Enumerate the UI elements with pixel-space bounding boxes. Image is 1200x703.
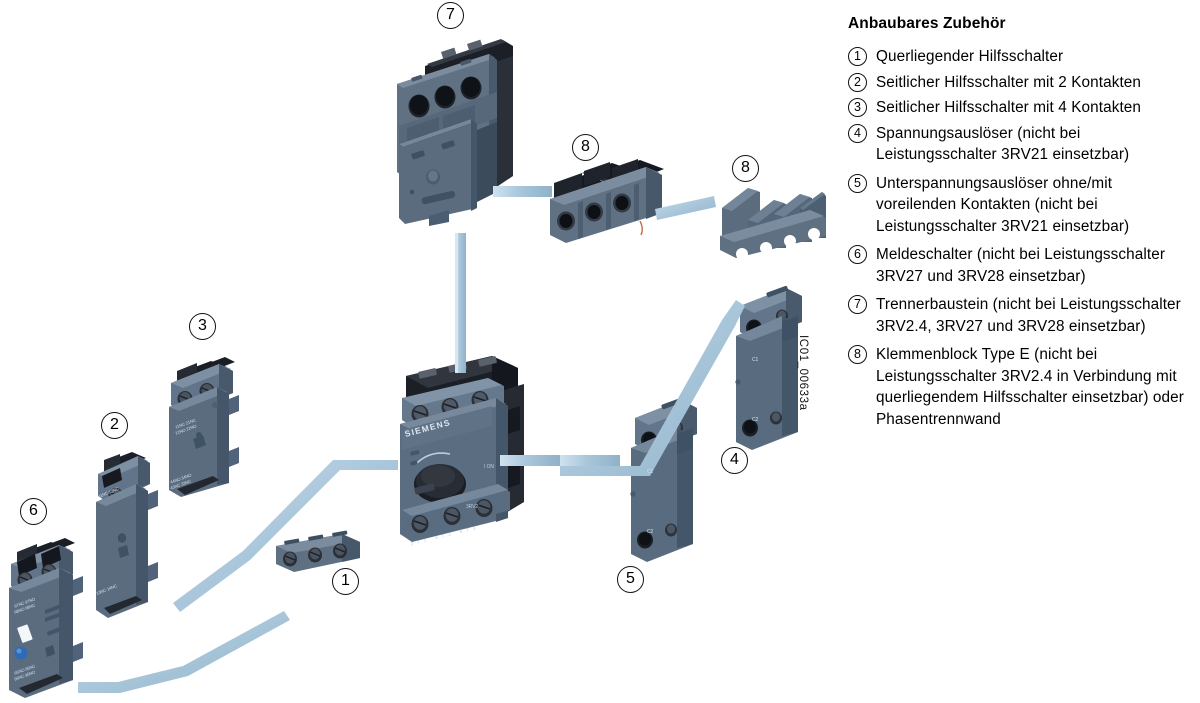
legend-item-1: 1 Querliegender Hilfsschalter xyxy=(848,46,1196,68)
part-4-label-c1: C1 xyxy=(752,357,759,363)
legend-item-8: 8 Klemmenblock Type E (nicht bei Leistun… xyxy=(848,344,1196,430)
legend-marker-4: 4 xyxy=(848,123,867,143)
legend-marker-1: 1 xyxy=(848,47,867,66)
breaker-on-mark: I ON xyxy=(484,464,494,470)
legend-text-1: Querliegender Hilfsschalter xyxy=(876,48,1064,65)
legend-marker-5: 5 xyxy=(848,173,867,193)
part-7-trennerbaustein xyxy=(397,39,513,226)
legend-marker-6: 6 xyxy=(848,245,867,264)
part-2-aux-switch-2-contacts xyxy=(96,452,158,618)
legend-item-2: 2 Seitlicher Hilfsschalter mit 2 Kontakt… xyxy=(848,72,1196,94)
part-1-transverse-aux-switch xyxy=(276,530,360,572)
legend-item-7: 7 Trennerbaustein (nicht bei Leistungssc… xyxy=(848,294,1196,337)
part-8-klemmenblock-type-e xyxy=(550,159,664,243)
document-code: IC01_00633a xyxy=(797,335,809,411)
breaker-type-mark: 3RV2 xyxy=(466,504,479,510)
legend-panel: Anbaubares Zubehör 1 Querliegender Hilfs… xyxy=(848,14,1196,437)
legend-text-3: Seitlicher Hilfsschalter mit 4 Kontakten xyxy=(876,99,1142,116)
legend-marker-3: 3 xyxy=(848,98,867,117)
legend-item-3: 3 Seitlicher Hilfsschalter mit 4 Kontakt… xyxy=(848,97,1196,119)
callout-4: 4 xyxy=(721,447,748,474)
legend-marker-7: 7 xyxy=(848,295,867,314)
callout-3: 3 xyxy=(189,313,216,340)
callout-6: 6 xyxy=(20,498,47,525)
callout-8-barrier: 8 xyxy=(732,155,759,182)
legend-item-4: 4 Spannungsauslöser (nicht bei Leistungs… xyxy=(848,123,1196,166)
part-5-label-c2: C2 xyxy=(647,529,654,535)
legend-text-7: Trennerbaustein (nicht bei Leistungsscha… xyxy=(876,296,1181,335)
callout-7: 7 xyxy=(437,2,464,29)
callout-2: 2 xyxy=(101,412,128,439)
legend-marker-2: 2 xyxy=(848,72,867,92)
legend-text-2: Seitlicher Hilfsschalter mit 2 Kontakten xyxy=(876,73,1142,91)
part-4-spannungsausloeser xyxy=(735,285,802,450)
legend-text-6: Meldeschalter (nicht bei Leistungsschalt… xyxy=(876,246,1166,285)
callout-1: 1 xyxy=(332,568,359,595)
part-6-meldeschalter xyxy=(9,538,83,698)
part-5-label-c1: C1 xyxy=(647,469,654,475)
part-4-label-c2: C2 xyxy=(752,417,759,423)
legend-text-5: Unterspannungsauslöser ohne/mit voreilen… xyxy=(876,174,1130,235)
callout-5: 5 xyxy=(617,566,644,593)
legend-item-6: 6 Meldeschalter (nicht bei Leistungsscha… xyxy=(848,244,1196,287)
callout-8-terminal: 8 xyxy=(572,134,599,161)
part-8-phasentrennwand xyxy=(720,188,826,260)
legend-title: Anbaubares Zubehör xyxy=(848,15,1006,32)
legend-text-8: Klemmenblock Type E (nicht bei Leistungs… xyxy=(876,346,1184,428)
legend-text-4: Spannungsauslöser (nicht bei Leistungssc… xyxy=(876,124,1130,164)
main-circuit-breaker-3rv xyxy=(400,356,524,542)
legend-marker-8: 8 xyxy=(848,345,867,364)
part-3-aux-switch-4-contacts xyxy=(169,357,239,497)
legend-item-5: 5 Unterspannungsauslöser ohne/mit voreil… xyxy=(848,173,1196,238)
